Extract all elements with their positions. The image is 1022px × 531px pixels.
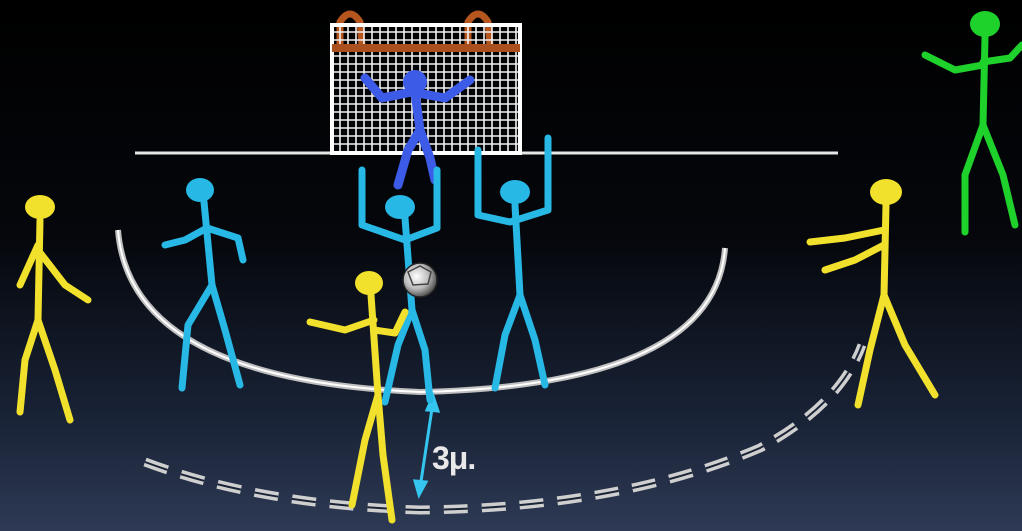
distance-label: 3μ.	[432, 440, 475, 477]
attacker-center	[310, 271, 405, 520]
defender-3	[478, 138, 548, 388]
attacker-left	[20, 195, 88, 420]
attacker-right	[810, 179, 935, 405]
defender-1	[165, 178, 243, 388]
goal-crossbar	[332, 44, 520, 52]
other-player	[925, 11, 1022, 232]
ball	[403, 263, 437, 297]
